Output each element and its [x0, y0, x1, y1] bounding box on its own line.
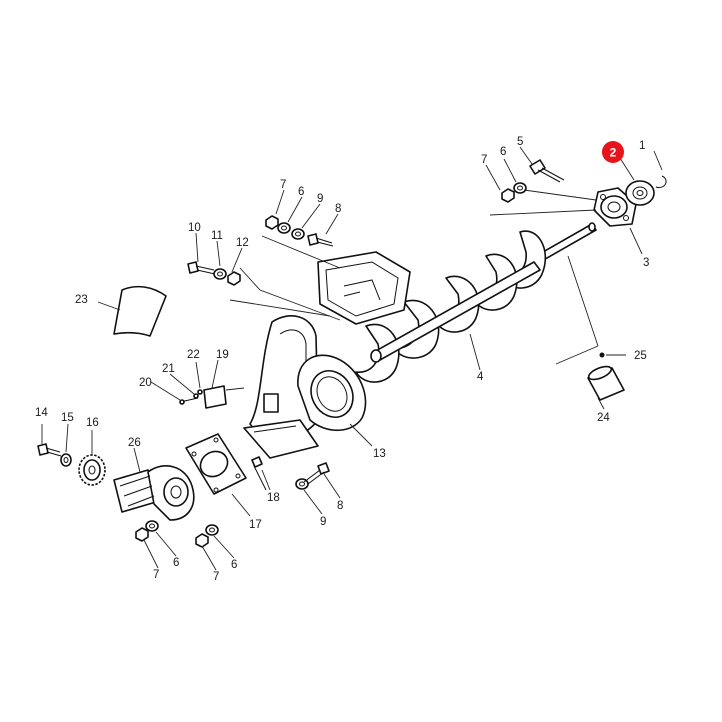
nut-part-7-lower-right[interactable] [195, 533, 209, 548]
auger-housing[interactable] [249, 315, 319, 440]
flange-ring-part-13[interactable] [297, 354, 367, 431]
label-26: 26 [128, 437, 141, 449]
label-12: 12 [236, 237, 249, 249]
label-21: 21 [162, 363, 175, 375]
washer-part-9-upper[interactable] [291, 228, 305, 240]
washer-part-11[interactable] [213, 268, 227, 280]
label-7-lower-right: 7 [213, 571, 219, 583]
bolt-part-10[interactable] [187, 261, 216, 275]
washer-part-6-lower-right[interactable] [205, 524, 219, 536]
label-24: 24 [597, 412, 610, 424]
nut-part-7-lower-left[interactable] [135, 527, 149, 542]
label-10: 10 [188, 222, 201, 234]
label-2[interactable]: 2 [610, 146, 617, 160]
label-18: 18 [267, 492, 280, 504]
nut-part-7-upper[interactable] [265, 215, 279, 230]
circlip-part-1[interactable] [655, 175, 667, 189]
highlight-badge[interactable] [602, 141, 624, 163]
nut-part-12[interactable] [227, 271, 241, 286]
label-23: 23 [75, 294, 88, 306]
label-6-top: 6 [500, 146, 506, 158]
bolt-part-5[interactable] [529, 159, 565, 183]
label-4: 4 [477, 371, 484, 383]
label-19: 19 [216, 349, 229, 361]
label-8-upper: 8 [335, 203, 341, 215]
sprocket-part-16[interactable] [78, 454, 106, 486]
label-11: 11 [211, 230, 223, 242]
bolt-part-8-upper[interactable] [307, 233, 334, 247]
label-5: 5 [517, 136, 523, 148]
label-25: 25 [634, 350, 647, 362]
label-6-upper: 6 [298, 186, 304, 198]
part-labels: 1 3 4 5 6 7 7 6 9 8 10 11 12 23 25 24 22… [35, 136, 649, 583]
label-7-top: 7 [481, 154, 487, 166]
auger-flights-part-4[interactable] [355, 230, 547, 383]
label-22: 22 [187, 349, 200, 361]
label-7-upper: 7 [280, 179, 286, 191]
lower-chute[interactable] [243, 419, 319, 459]
screw-part-20[interactable] [179, 397, 199, 405]
leader-lines [41, 146, 663, 571]
nut-part-22[interactable] [197, 389, 203, 395]
small-plate-part-19[interactable] [203, 385, 227, 409]
label-3: 3 [643, 257, 649, 269]
label-16: 16 [86, 417, 99, 429]
pin-part-25[interactable] [599, 352, 605, 358]
label-6-lower-left: 6 [173, 557, 179, 569]
washer-part-21[interactable] [193, 393, 199, 399]
label-1: 1 [639, 140, 645, 152]
washer-part-6-upper[interactable] [277, 222, 291, 234]
label-17: 17 [249, 519, 262, 531]
bolt-part-14[interactable] [37, 443, 62, 457]
label-13: 13 [373, 448, 386, 460]
bolt-part-18[interactable] [251, 456, 267, 491]
label-8-lower: 8 [337, 500, 343, 512]
label-7-lower-left: 7 [153, 569, 159, 581]
label-14: 14 [35, 407, 48, 419]
bolt-part-8-lower[interactable] [303, 462, 330, 485]
label-9-upper: 9 [317, 193, 323, 205]
curved-cover-part-23[interactable] [113, 285, 167, 337]
washer-part-6-lower-left[interactable] [145, 520, 159, 532]
label-6-lower-right: 6 [231, 559, 237, 571]
washer-part-6-top[interactable] [513, 182, 527, 194]
label-20: 20 [139, 377, 152, 389]
washer-part-15[interactable] [60, 453, 72, 467]
mounting-plate-part-17[interactable] [185, 433, 247, 495]
sleeve-part-24[interactable] [587, 364, 625, 401]
nut-part-7-top[interactable] [501, 188, 515, 203]
gearbox-part-26[interactable] [113, 465, 195, 521]
label-9-lower: 9 [320, 516, 326, 528]
upper-frame-guard[interactable] [317, 251, 411, 325]
bearing-flange-part-3[interactable] [593, 187, 637, 227]
label-15: 15 [61, 412, 74, 424]
bearing-part-2[interactable] [625, 180, 655, 206]
